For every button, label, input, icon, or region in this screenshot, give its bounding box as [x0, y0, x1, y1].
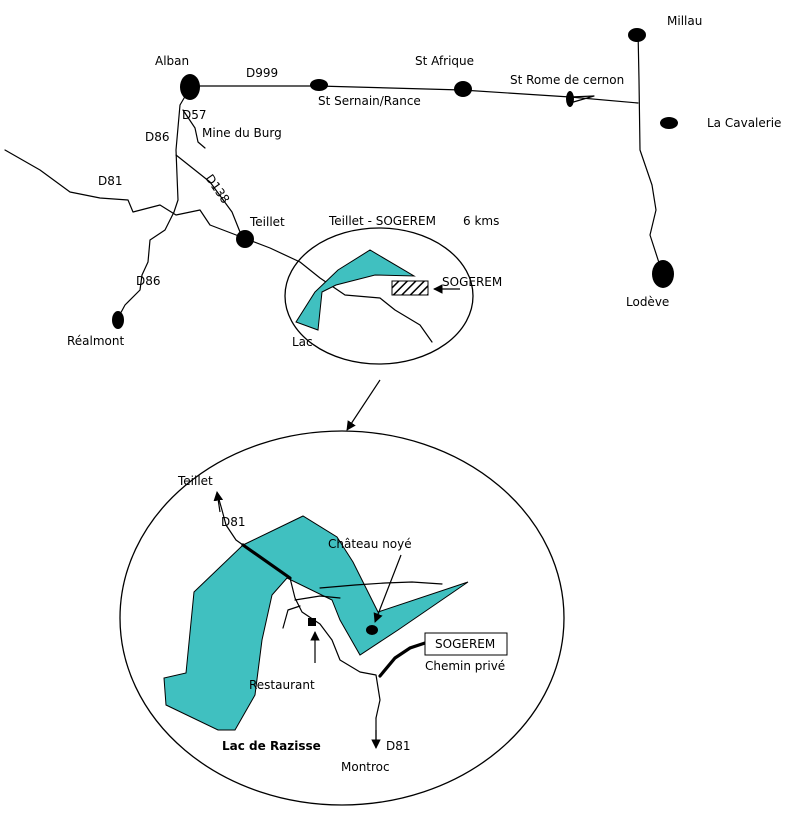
road-d86-north: [173, 87, 191, 213]
label-d86-north: D86: [145, 130, 170, 144]
road-stream-1: [319, 581, 443, 589]
town-marker-alban: [180, 74, 200, 100]
small-inset-sogerem: SOGEREM: [442, 275, 502, 289]
label-la-cavalerie: La Cavalerie: [707, 116, 781, 130]
town-marker-st-rome: [566, 91, 574, 107]
road-d81-top: [217, 495, 244, 546]
label-st-rome: St Rome de cernon: [510, 73, 624, 87]
road-large-main: [289, 577, 381, 719]
road-dam: [241, 543, 292, 580]
chateau-arrow: [373, 554, 402, 623]
label-d86-south: D86: [136, 274, 161, 288]
label-d138: D138: [203, 172, 233, 206]
road-stream-2: [294, 595, 341, 601]
small-inset-lac: Lac: [292, 335, 313, 349]
town-marker-lodeve: [652, 260, 674, 288]
large-label-sogerem: SOGEREM: [435, 637, 495, 651]
small-inset-title: Teillet - SOGEREM: [328, 214, 436, 228]
small-inset-lake: [295, 249, 416, 331]
town-marker-millau: [628, 28, 646, 42]
label-lodeve: Lodève: [626, 295, 669, 309]
inset-pointer-arrow: [346, 379, 381, 431]
sogerem-box-large: [424, 632, 508, 656]
small-inset: Teillet - SOGEREM 6 kms SOGEREM Lac: [284, 214, 502, 365]
large-inset-circle: [119, 430, 565, 806]
town-marker-realmont: [112, 311, 124, 329]
town-marker-teillet: [236, 230, 254, 248]
town-marker-la-cavalerie: [660, 117, 678, 129]
label-teillet: Teillet: [249, 215, 285, 229]
large-label-lake-name: Lac de Razisse: [222, 739, 321, 753]
small-inset-distance: 6 kms: [463, 214, 499, 228]
chemin-prive: [378, 641, 427, 678]
large-label-d81-top: D81: [221, 515, 246, 529]
large-label-chemin: Chemin privé: [425, 659, 505, 673]
label-d999: D999: [246, 66, 278, 80]
town-marker-st-sernain: [310, 79, 328, 91]
label-st-sernain: St Sernain/Rance: [318, 94, 421, 108]
road-millau-lodeve: [637, 29, 663, 273]
label-alban: Alban: [155, 54, 189, 68]
large-label-teillet: Teillet: [177, 474, 213, 488]
large-inset: Teillet D81 Château noyé SOGEREM Chemin …: [119, 430, 565, 806]
large-label-montroc: Montroc: [341, 760, 390, 774]
chateau-noye-marker: [366, 625, 378, 635]
large-label-restaurant: Restaurant: [249, 678, 315, 692]
road-st-rome-spur: [569, 95, 595, 104]
road-teillet-arrow: [213, 491, 224, 513]
label-mine-du-burg: Mine du Burg: [202, 126, 282, 140]
label-st-afrique: St Afrique: [415, 54, 474, 68]
road-d81: [4, 149, 433, 343]
road-d138: [175, 154, 241, 233]
overview-towns: [112, 28, 678, 329]
large-label-d81-bottom: D81: [386, 739, 411, 753]
label-d81: D81: [98, 174, 123, 188]
overview-labels: Alban D999 St Sernain/Rance St Afrique S…: [67, 14, 781, 348]
small-inset-circle: [284, 227, 474, 365]
label-millau: Millau: [667, 14, 702, 28]
town-marker-st-afrique: [454, 81, 472, 97]
label-d57: D57: [182, 108, 207, 122]
road-stream-3: [282, 605, 301, 629]
large-label-chateau: Château noyé: [328, 537, 412, 551]
road-d86-south: [117, 211, 175, 319]
restaurant-marker: [308, 618, 316, 626]
sogerem-site-small: [391, 280, 429, 296]
road-d57: [182, 109, 206, 149]
label-realmont: Réalmont: [67, 334, 125, 348]
lake-de-razisse: [163, 515, 469, 731]
